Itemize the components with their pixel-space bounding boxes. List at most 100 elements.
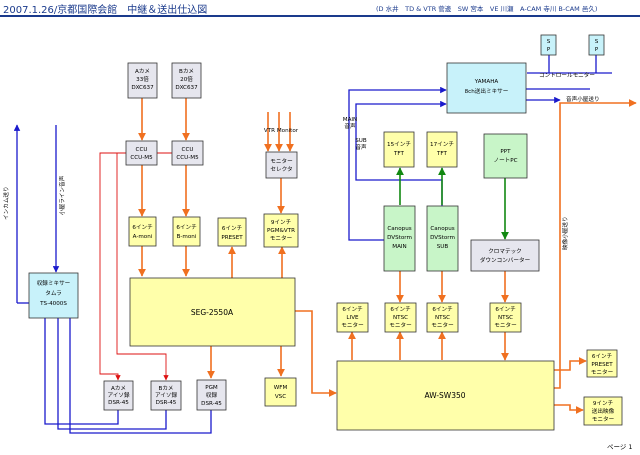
node-mixer-line: タムラ (45, 289, 62, 297)
node-mon-a: 6インチ A-moni (128, 216, 157, 247)
sub-audio-label: SUB (355, 138, 367, 144)
node-sp-left-line: S (547, 39, 551, 45)
wire-mixer-dsr-pgm (69, 318, 212, 434)
node-tft15-line: 15インチ (387, 141, 411, 148)
video-feed-label: 映像小屋送り (561, 216, 569, 250)
node-ppt-line: PPT (500, 149, 511, 155)
node-canopus-sub: Canopus DVStorm SUB (426, 205, 459, 272)
node-dc-line: クロマテック (488, 248, 522, 255)
credits: (D 水井 TD & VTR 菅邊 SW 宮本 VE 川瀬 A-CAM 寺川 B… (376, 5, 598, 13)
node-dsr-pgm-line: DSR-45 (201, 401, 222, 407)
room-audio-label: 小屋ライン音声 (58, 175, 66, 215)
node-mon-preset: 6インチ PRESET (217, 217, 247, 247)
wire-ccu-a-dsr (99, 152, 126, 381)
node-dc-line: ダウンコンバーター (480, 256, 531, 264)
node-tft17-line: 17インチ (430, 141, 454, 148)
node-ntsc1-line: モニター (389, 321, 412, 329)
node-dsr-b: Bカメ アイソ録 DSR-45 (150, 380, 182, 411)
node-ccu-a-line: CCU-M5 (130, 155, 153, 161)
main-audio-label: 音声 (344, 122, 356, 130)
node-canopus-main-line: DVStorm (387, 235, 412, 241)
node-tft15-line: TFT (393, 151, 405, 157)
wire-video-feed (554, 99, 637, 389)
wire-seg-awsw (295, 310, 337, 397)
node-yamaha: YAMAHA 8ch送出ミキサー (446, 62, 527, 114)
header-divider (0, 15, 640, 17)
node-cam-b: Bカメ 20倍 DXC637 (171, 62, 202, 99)
node-preset-out-line: 6インチ (592, 353, 613, 360)
node-dsr-b-line: DSR-45 (156, 400, 177, 406)
wire-mixer-dsr-b (57, 318, 167, 430)
node-mon-preset-line: PRESET (221, 235, 243, 241)
node-ntsc3-line: モニター (494, 321, 517, 329)
node-speaker-left: S P (540, 34, 557, 56)
node-selector-line: セレクタ (270, 165, 292, 173)
node-dsr-a-line: Aカメ (111, 385, 126, 392)
node-ntsc2-line: モニター (431, 321, 454, 329)
node-ccu-a-line: CCU (136, 147, 148, 153)
node-ntsc1-line: NTSC (393, 315, 408, 321)
node-tft17-line: TFT (436, 151, 448, 157)
node-mon-pgm-vtr-line: モニター (270, 234, 293, 242)
sub-audio-label: 音声 (355, 143, 367, 151)
node-dsr-b-line: アイソ録 (155, 391, 178, 399)
vtr-monitor-label: VTR Monitor (264, 128, 299, 134)
node-yamaha-line: YAMAHA (474, 79, 499, 85)
node-mon-live-line: 6インチ (342, 306, 363, 313)
node-dsr-a-line: アイソ録 (107, 391, 130, 399)
page-title: 2007.1.26/京都国際会館 中継＆送出仕込図 (3, 5, 208, 16)
node-mon-b-line: B-moni (177, 234, 197, 240)
node-down-converter: クロマテック ダウンコンバーター (470, 239, 540, 272)
node-mon-live-line: モニター (341, 321, 364, 329)
node-preset-out-line: モニター (591, 368, 614, 376)
node-mon-b-line: 6インチ (176, 224, 197, 231)
node-seg-label: SEG-2550A (191, 308, 234, 317)
node-mon-ntsc-3: 6インチ NTSC モニター (489, 302, 522, 333)
node-wfm-line: VSC (275, 394, 286, 400)
node-send-line: 9インチ (593, 400, 614, 407)
node-dsr-a: Aカメ アイソ録 DSR-45 (103, 380, 134, 411)
node-seg: SEG-2550A (129, 277, 296, 347)
node-mon-send-video: 9インチ 送出映像 モニター (583, 396, 623, 426)
page-number: ページ 1 (607, 443, 633, 451)
node-monitor-selector: モニター セレクタ (265, 151, 298, 179)
node-cam-a: Aカメ 33倍 DXC637 (127, 62, 158, 99)
connectors (13, 42, 637, 434)
node-cam-a-line: 33倍 (136, 75, 149, 83)
node-ccu-b-line: CCU (182, 147, 194, 153)
node-ccu-b-line: CCU-M5 (176, 155, 199, 161)
node-tft-15: 15インチ TFT (383, 131, 415, 168)
node-mon-a-line: 6インチ (132, 224, 153, 231)
node-dsr-b-line: Bカメ (158, 385, 173, 392)
node-wfm: WFM VSC (264, 377, 297, 407)
node-canopus-sub-line: Canopus (430, 226, 454, 232)
node-preset-out-line: PRESET (591, 362, 613, 368)
node-tft-17: 17インチ TFT (426, 131, 458, 168)
node-canopus-sub-line: DVStorm (430, 235, 455, 241)
node-mon-ntsc-1: 6インチ NTSC モニター (384, 302, 417, 333)
node-cam-b-line: Bカメ (179, 68, 194, 75)
node-ntsc2-line: 6インチ (432, 306, 453, 313)
node-mon-a-line: A-moni (133, 234, 153, 240)
node-ntsc1-line: 6インチ (390, 306, 411, 313)
node-mon-pgm-vtr-line: PGM&VTR (267, 228, 295, 234)
node-dsr-a-line: DSR-45 (108, 400, 129, 406)
node-mixer-line: TS-4000S (39, 301, 67, 307)
node-canopus-sub-line: SUB (437, 244, 449, 250)
node-sp-left-line: P (547, 47, 551, 53)
node-ntsc2-line: NTSC (435, 315, 450, 321)
node-mon-pgm-vtr-line: 9インチ (271, 219, 292, 226)
node-sp-right-line: P (595, 47, 599, 53)
node-ccu-a: CCU CCU-M5 (125, 140, 158, 166)
node-canopus-main-line: Canopus (387, 226, 411, 232)
node-ppt: PPT ノートPC (483, 133, 528, 179)
node-audio-mixer: 収録ミキサー タムラ TS-4000S (28, 272, 79, 319)
node-dsr-pgm-line: 収録 (206, 391, 218, 399)
node-cam-a-line: DXC637 (131, 85, 154, 91)
node-cam-a-line: Aカメ (135, 68, 150, 75)
wire-awsw-send (554, 404, 584, 414)
wire-awsw-preset-out (554, 357, 587, 371)
node-dsr-pgm-line: PGM (205, 385, 218, 391)
node-canopus-main: Canopus DVStorm MAIN (383, 205, 416, 272)
